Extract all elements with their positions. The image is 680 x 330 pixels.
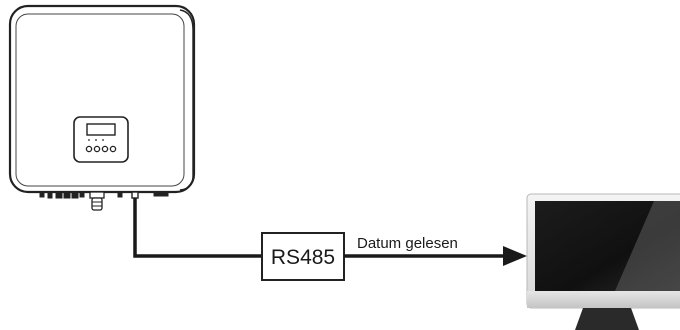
inverter-housing <box>8 4 196 194</box>
inverter-button-1 <box>85 145 93 153</box>
monitor-chin <box>527 291 680 308</box>
arrow-head <box>503 246 527 266</box>
data-flow-arrow: Datum gelesen <box>344 235 527 266</box>
inverter-side-edge <box>179 9 194 191</box>
inverter-button-4 <box>109 145 117 153</box>
rs485-converter-box: RS485 <box>261 232 345 281</box>
inverter-lcd-display <box>86 123 116 136</box>
monitor-stand <box>575 308 639 330</box>
screen-reflection <box>615 201 680 291</box>
rs485-cable <box>133 198 262 258</box>
inverter-button-3 <box>101 145 109 153</box>
inverter-button-2 <box>93 145 101 153</box>
ac-gland-connector <box>89 191 105 211</box>
rs485-label: RS485 <box>271 246 335 269</box>
inverter-front-panel <box>15 13 185 187</box>
arrow-label: Datum gelesen <box>357 235 458 252</box>
rs485-port <box>131 191 139 199</box>
inverter-connectors <box>39 191 169 199</box>
computer-monitor <box>526 193 680 330</box>
rs485-box-frame <box>261 232 345 281</box>
inverter <box>8 4 196 211</box>
